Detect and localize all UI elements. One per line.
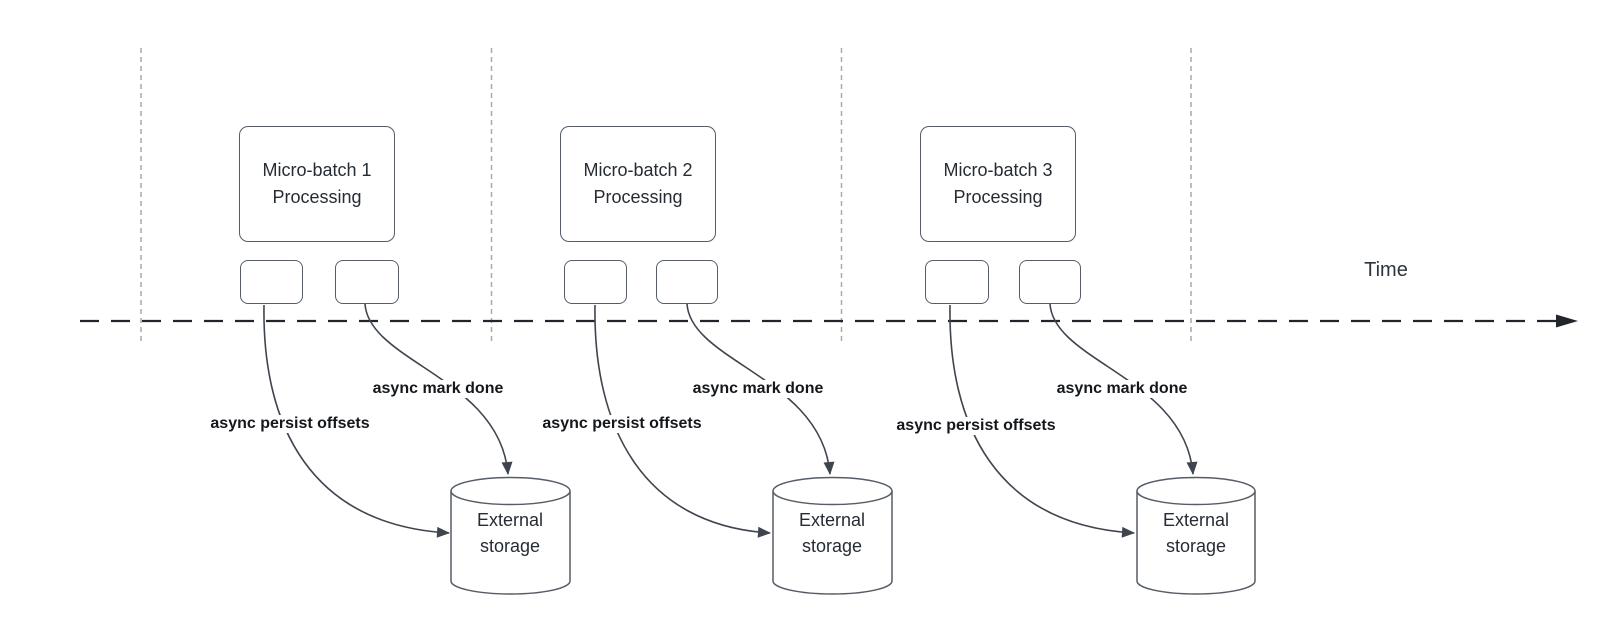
- cylinder-body-2: [772, 491, 893, 595]
- external-storage-label-1-line2: storage: [479, 536, 541, 556]
- mark-done-arrow-1: [364, 303, 513, 475]
- micro-batch-3-processing-box: Micro-batch 3 Processing: [920, 126, 1076, 242]
- persist-offsets-label-3: async persist offsets: [893, 417, 1059, 435]
- external-storage-label-2: External storage: [772, 507, 892, 559]
- persist-offsets-arrow-1: [263, 304, 450, 538]
- micro-batch-1-title-line2: Processing: [272, 187, 362, 207]
- mark-done-label-3: async mark done: [1053, 380, 1191, 398]
- micro-batch-1-processing-box: Micro-batch 1 Processing: [239, 126, 395, 242]
- external-storage-label-3-line1: External: [1162, 510, 1230, 530]
- time-axis: [80, 314, 1578, 328]
- persist-offsets-label-1: async persist offsets: [207, 415, 373, 433]
- micro-batch-1-title-line1: Micro-batch 1: [262, 160, 372, 180]
- cylinder-top-1: [450, 476, 571, 506]
- time-interval-guides: [140, 48, 1192, 341]
- mark-done-label-2: async mark done: [689, 380, 827, 398]
- external-storage-cylinder-2: [772, 476, 893, 595]
- commit-task-box-3: [1019, 260, 1081, 304]
- persist-offsets-label-2: async persist offsets: [539, 415, 705, 433]
- external-storage-label-1: External storage: [450, 507, 570, 559]
- mark-done-arrow-3: [1049, 303, 1198, 475]
- micro-batch-2-title-line1: Micro-batch 2: [583, 160, 693, 180]
- persist-offsets-arrow-3: [949, 304, 1135, 538]
- cylinder-body-1: [450, 491, 571, 595]
- offset-task-box-3: [925, 260, 989, 304]
- external-storage-label-2-line1: External: [798, 510, 866, 530]
- external-storage-label-3: External storage: [1136, 507, 1256, 559]
- cylinder-top-2: [772, 476, 893, 506]
- external-storage-label-2-line2: storage: [801, 536, 863, 556]
- cylinder-top-3: [1136, 476, 1256, 506]
- commit-task-box-2: [656, 260, 718, 304]
- micro-batch-3-title-line1: Micro-batch 3: [943, 160, 1053, 180]
- external-storage-label-3-line2: storage: [1165, 536, 1227, 556]
- external-storage-cylinder-1: [450, 476, 571, 595]
- micro-batch-2-processing-box: Micro-batch 2 Processing: [560, 126, 716, 242]
- offset-task-box-2: [564, 260, 627, 304]
- time-axis-label: Time: [1364, 259, 1408, 281]
- commit-task-box-1: [335, 260, 399, 304]
- micro-batch-2-title-line2: Processing: [593, 187, 683, 207]
- micro-batch-3-title-line2: Processing: [953, 187, 1043, 207]
- time-axis-arrowhead-icon: [1556, 314, 1578, 328]
- mark-done-arrow-2: [686, 303, 835, 475]
- offset-task-box-1: [240, 260, 303, 304]
- mark-done-label-1: async mark done: [369, 380, 507, 398]
- external-storage-cylinder-3: [1136, 476, 1256, 595]
- cylinder-body-3: [1136, 491, 1256, 595]
- external-storage-label-1-line1: External: [476, 510, 544, 530]
- persist-offsets-arrow-2: [594, 304, 771, 538]
